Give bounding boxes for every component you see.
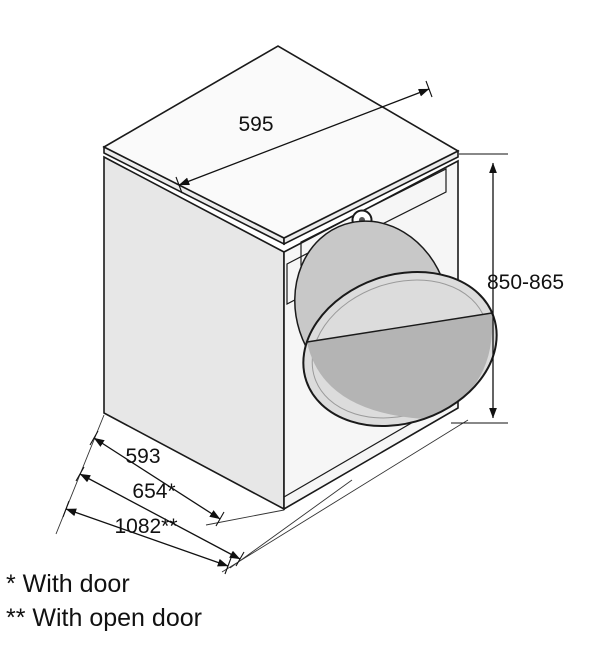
dim-label-top-width: 595 [238,113,273,136]
dim-height: 850-865 [451,153,564,424]
dim-depth-open-door-arrow [65,508,229,567]
dim-depth-open-door: 1082** [62,500,232,575]
footnotes: * With door ** With open door [6,570,202,632]
dim-top-width-arrow [178,88,430,186]
door-glass [307,313,493,419]
dim-label-height: 850-865 [487,271,564,294]
footnote-with-door: * With door [6,570,130,598]
washer-door [294,220,498,428]
dim-height-ticks [451,153,508,424]
door-glass-edge [306,312,493,343]
dim-top-width: 595 [175,80,433,194]
dim-label-depth-with-door: 654* [132,480,175,503]
dim-label-depth: 593 [125,445,160,468]
footnote-with-open-door: ** With open door [6,604,202,632]
dim-label-depth-open-door: 1082** [114,515,177,538]
